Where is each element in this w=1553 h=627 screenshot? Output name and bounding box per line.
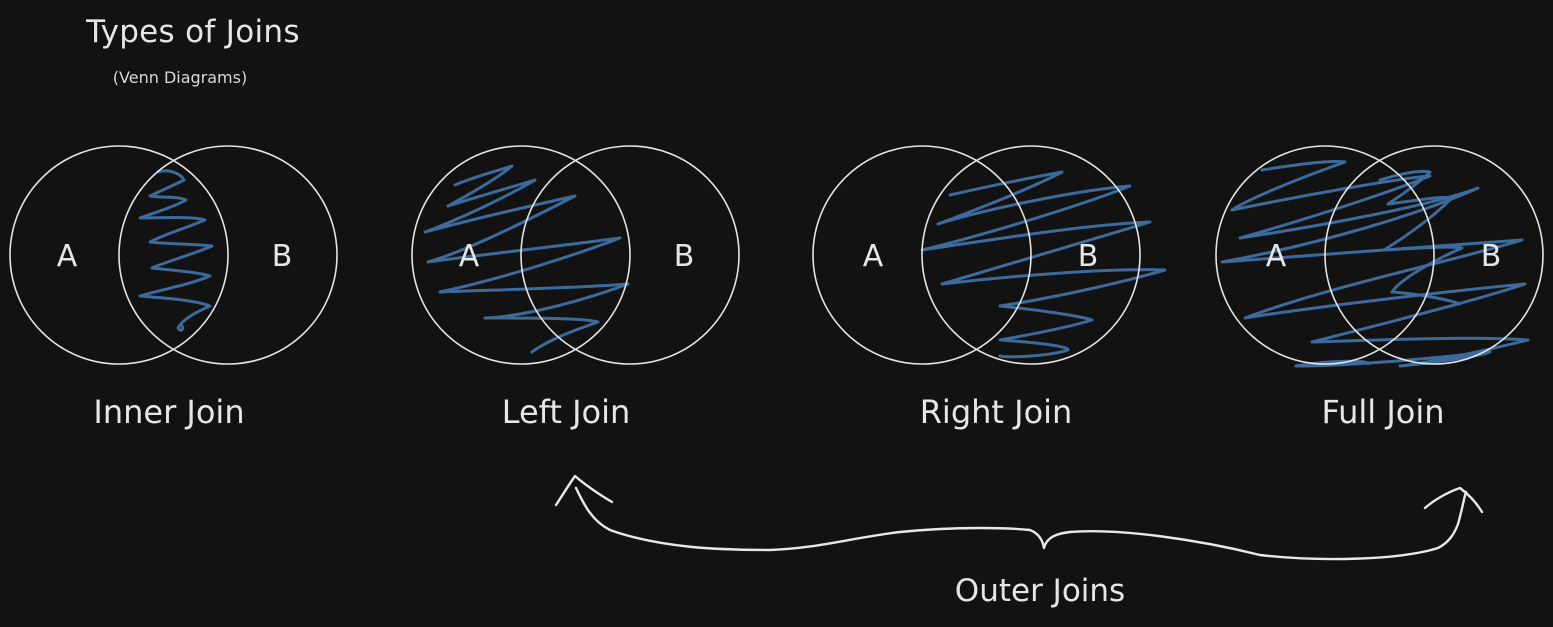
venn-left-join: A B bbox=[411, 145, 740, 365]
shaded-all-sets bbox=[1220, 159, 1530, 368]
shaded-all-sets-2 bbox=[1378, 170, 1464, 306]
outer-joins-bracket bbox=[554, 474, 1484, 561]
full-join-label: Full Join bbox=[1321, 393, 1445, 431]
left-arrow-head-icon bbox=[554, 474, 614, 507]
set-b-label: B bbox=[674, 239, 695, 274]
bracket-curve bbox=[574, 486, 1468, 561]
set-b-label: B bbox=[1078, 239, 1099, 274]
circle-b bbox=[921, 145, 1141, 365]
diagram-title: Types of Joins bbox=[86, 14, 300, 50]
circle-a bbox=[812, 145, 1032, 365]
set-a-label: A bbox=[459, 239, 480, 274]
circle-b bbox=[118, 145, 338, 365]
circle-a bbox=[9, 145, 229, 365]
set-b-label: B bbox=[1481, 239, 1502, 274]
venn-inner-join: A B bbox=[9, 145, 338, 365]
outer-joins-label: Outer Joins bbox=[954, 573, 1126, 609]
circle-b bbox=[1324, 145, 1544, 365]
shaded-intersection bbox=[138, 169, 214, 332]
right-arrow-head-icon bbox=[1423, 486, 1484, 514]
set-a-label: A bbox=[1266, 239, 1287, 274]
diagram-subtitle: (Venn Diagrams) bbox=[112, 68, 248, 87]
set-a-label: A bbox=[57, 239, 78, 274]
right-join-label: Right Join bbox=[919, 393, 1073, 431]
left-join-label: Left Join bbox=[501, 393, 631, 431]
venn-full-join: A B bbox=[1215, 145, 1544, 368]
venn-right-join: A B bbox=[812, 145, 1167, 365]
circle-a bbox=[1215, 145, 1435, 365]
set-b-label: B bbox=[272, 239, 293, 274]
set-a-label: A bbox=[863, 239, 884, 274]
shaded-left-set bbox=[423, 164, 630, 354]
shaded-right-set bbox=[920, 170, 1167, 359]
inner-join-label: Inner Join bbox=[93, 393, 245, 431]
circle-b bbox=[520, 145, 740, 365]
circle-a bbox=[411, 145, 631, 365]
